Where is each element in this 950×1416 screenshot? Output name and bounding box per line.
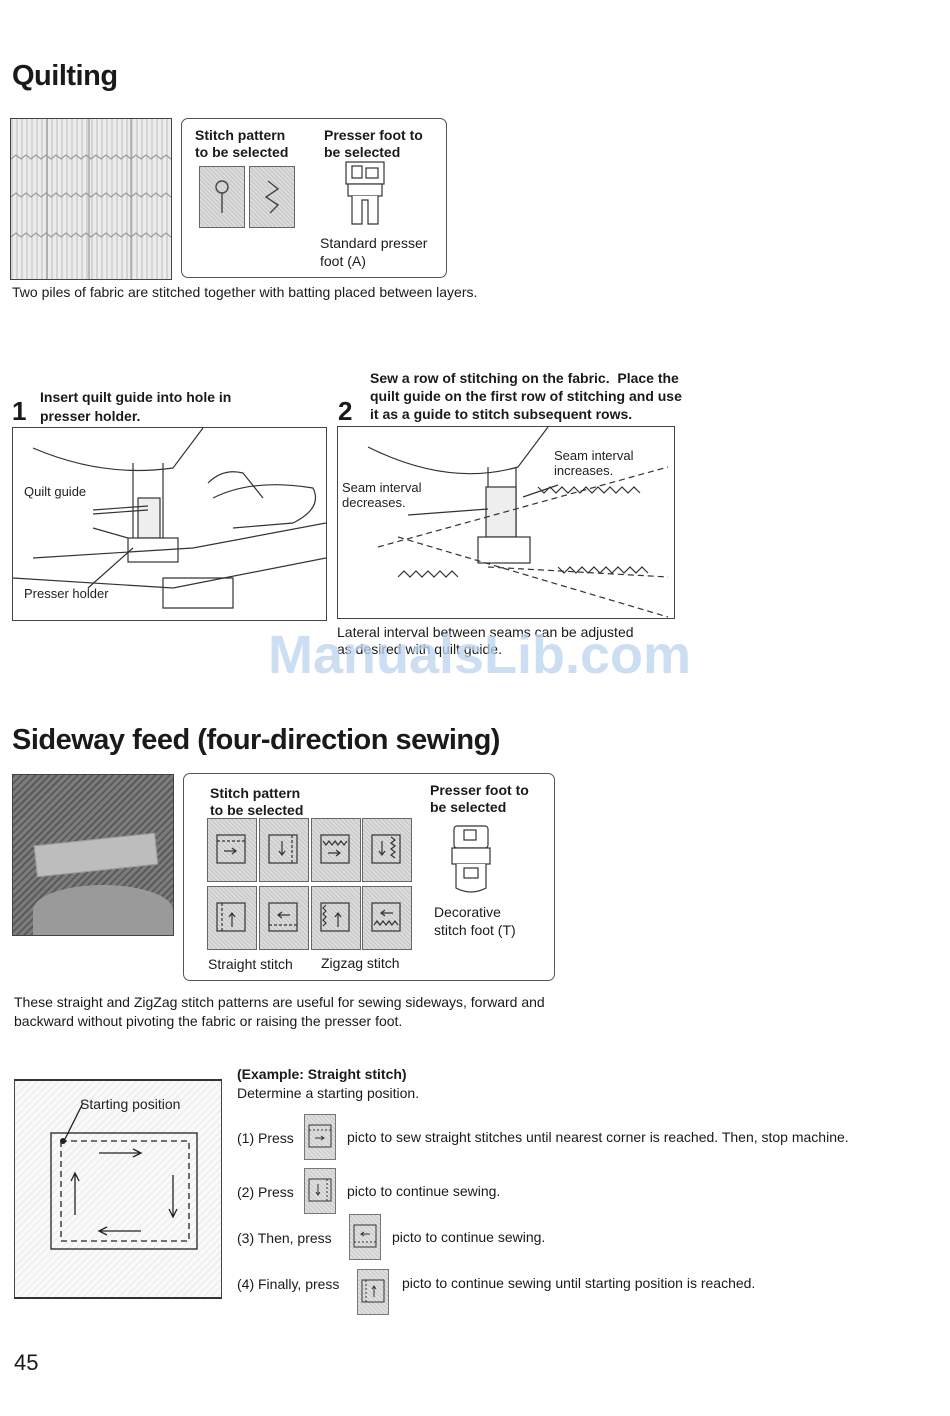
step-1-number: 1 [12, 396, 27, 426]
example-step-1-text: picto to sew straight stitches until nea… [347, 1129, 849, 1145]
quilting-foot-header: Presser foot to be selected [324, 127, 423, 160]
zigzag-right-icon [320, 834, 350, 864]
sideway-zigzag-left-button[interactable] [362, 886, 412, 950]
sideway-zigzag-down-button[interactable] [362, 818, 412, 882]
example-step-4-prefix: (4) Finally, press [237, 1276, 340, 1292]
diagram-label-starting-position: Starting position [80, 1096, 181, 1112]
manualslib-watermark: ManualsLib.com [268, 625, 692, 685]
straight-left-icon [268, 902, 298, 932]
step-2-illustration [337, 426, 675, 619]
quilting-foot-name: Standard presser foot (A) [320, 235, 428, 269]
label-zigzag-stitch: Zigzag stitch [321, 955, 400, 971]
straight-up-icon [216, 902, 246, 932]
example-step-1-prefix: (1) Press [237, 1130, 294, 1146]
sideway-title: Sideway feed (four-direction sewing) [12, 724, 500, 756]
direction-diagram [14, 1079, 222, 1299]
decorative-stitch-foot-icon [451, 825, 491, 893]
example-title: (Example: Straight stitch) [237, 1066, 407, 1082]
example-step-4-button[interactable] [357, 1269, 389, 1315]
straight-up-icon [361, 1279, 385, 1303]
step-2-label-increase: Seam interval increases. [554, 448, 634, 478]
zigzag-stitch-icon [264, 180, 280, 214]
step-2-text: Sew a row of stitching on the fabric. Pl… [370, 370, 682, 422]
example-step-2-prefix: (2) Press [237, 1184, 294, 1200]
straight-left-icon [353, 1224, 377, 1248]
example-step-3-prefix: (3) Then, press [237, 1230, 332, 1246]
quilting-stitch-button-1[interactable] [199, 166, 245, 228]
sideway-straight-down-button[interactable] [259, 818, 309, 882]
step-1-label-presser-holder: Presser holder [24, 586, 109, 601]
step-2-caption: Lateral interval between seams can be ad… [337, 624, 634, 657]
sideway-straight-right-button[interactable] [207, 818, 257, 882]
step-1-illustration [12, 427, 327, 621]
straight-right-icon [216, 834, 246, 864]
quilting-stitch-header: Stitch pattern to be selected [195, 127, 289, 160]
example-step-2-text: picto to continue sewing. [347, 1183, 501, 1199]
zigzag-left-icon [371, 902, 401, 932]
sideway-zigzag-up-button[interactable] [311, 886, 361, 950]
straight-right-icon [308, 1124, 332, 1148]
example-step-3-text: picto to continue sewing. [392, 1229, 546, 1245]
label-straight-stitch: Straight stitch [208, 956, 293, 972]
step-2-number: 2 [338, 396, 353, 426]
step-2-label-decrease: Seam interval decreases. [342, 480, 422, 510]
sideway-description: These straight and ZigZag stitch pattern… [14, 994, 545, 1029]
example-step-1-button[interactable] [304, 1114, 336, 1160]
straight-down-icon [268, 834, 298, 864]
quilt-stitch-icon [215, 180, 229, 213]
sideway-foot-name: Decorative stitch foot (T) [434, 904, 516, 938]
quilting-description: Two piles of fabric are stitched togethe… [12, 284, 478, 300]
quilt-sample-photo [10, 118, 172, 280]
sideway-sample-photo [12, 774, 174, 936]
sideway-straight-left-button[interactable] [259, 886, 309, 950]
zigzag-down-icon [371, 834, 401, 864]
page-number: 45 [14, 1350, 39, 1375]
sideway-straight-up-button[interactable] [207, 886, 257, 950]
step-1-label-quilt-guide: Quilt guide [24, 484, 87, 499]
sideway-zigzag-right-button[interactable] [311, 818, 361, 882]
example-step-4-text: picto to continue sewing until starting … [402, 1275, 756, 1291]
example-intro: Determine a starting position. [237, 1085, 420, 1101]
sideway-stitch-header: Stitch pattern to be selected [210, 785, 304, 818]
sideway-foot-header: Presser foot to be selected [430, 782, 529, 815]
zigzag-up-icon [320, 902, 350, 932]
example-step-2-button[interactable] [304, 1168, 336, 1214]
step-1-text: Insert quilt guide into hole in presser … [40, 389, 232, 424]
quilting-title: Quilting [12, 60, 118, 92]
quilting-stitch-button-2[interactable] [249, 166, 295, 228]
straight-down-icon [308, 1178, 332, 1202]
example-step-3-button[interactable] [349, 1214, 381, 1260]
standard-presser-foot-icon [345, 161, 385, 225]
